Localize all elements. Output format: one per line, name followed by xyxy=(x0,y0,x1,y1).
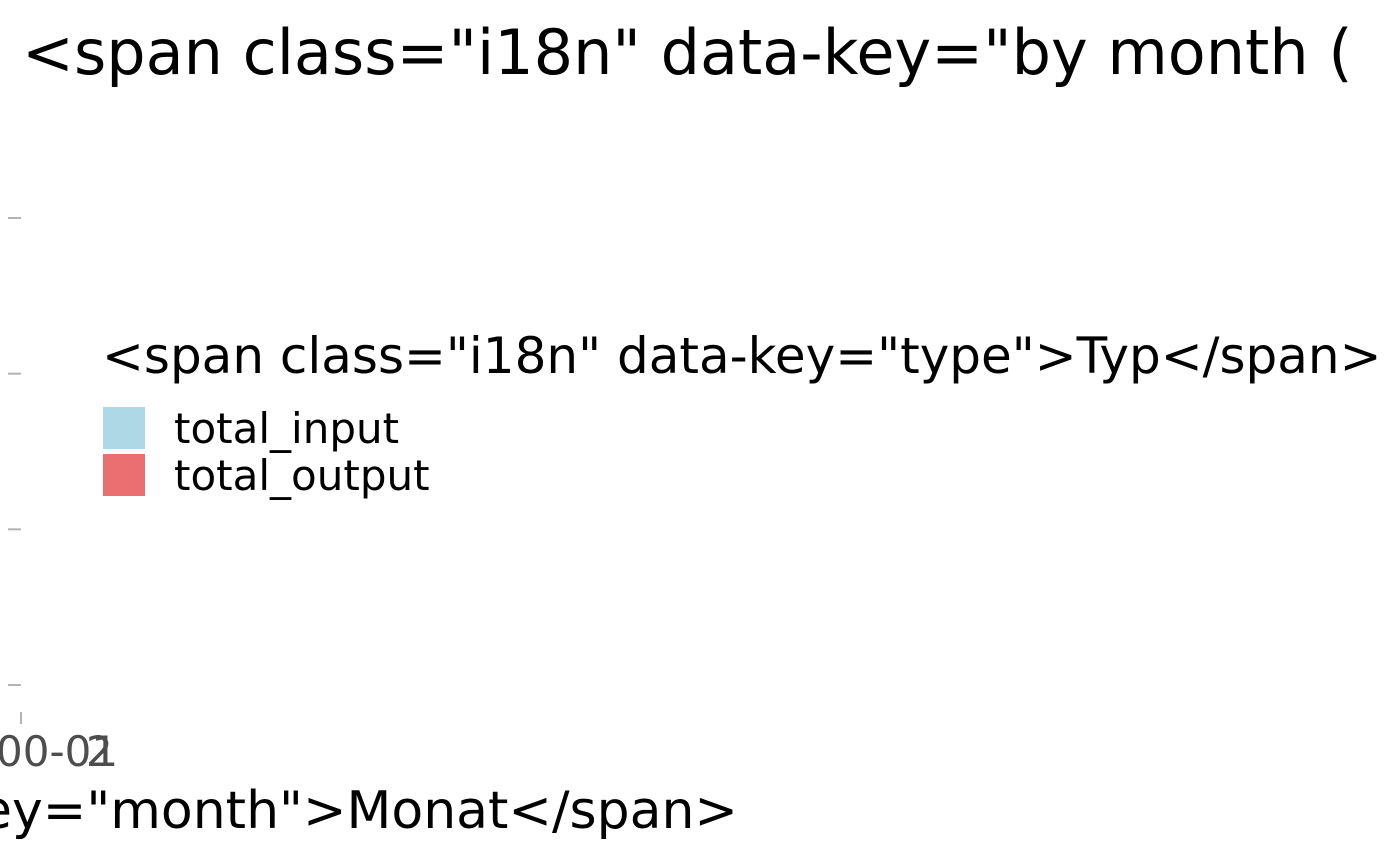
x-axis-label: ey="month">Monat</span> xyxy=(0,781,738,841)
legend-label-total-input: total_input xyxy=(174,404,399,453)
x-tick-label-0: 00-01 xyxy=(0,727,118,776)
x-tick-label-1: 2 xyxy=(86,727,113,776)
chart-title: <span class="i18n" data-key="by month ( xyxy=(22,16,1353,89)
legend-title: <span class="i18n" data-key="type">Typ</… xyxy=(102,327,1382,385)
y-axis xyxy=(8,217,21,686)
legend-label-total-output: total_output xyxy=(174,451,430,500)
legend-key-total-input xyxy=(103,407,145,449)
legend: <span class="i18n" data-key="type">Typ</… xyxy=(102,327,1382,500)
legend-key-total-output xyxy=(103,454,145,496)
